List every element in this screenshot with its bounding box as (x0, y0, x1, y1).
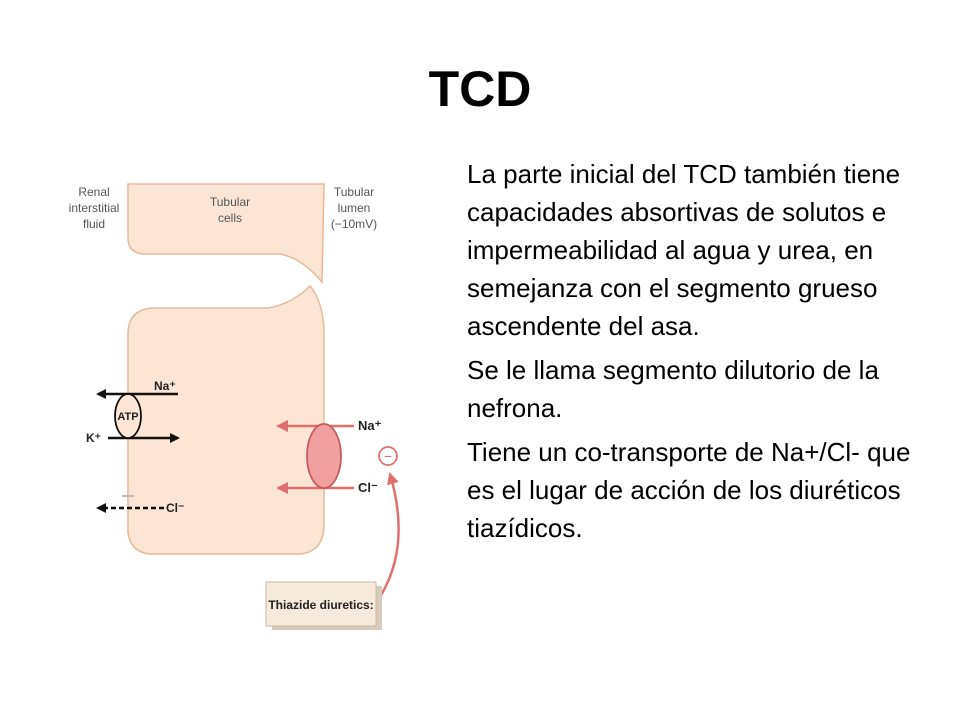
label-renal-3: fluid (83, 217, 105, 231)
nacl-cotransporter (306, 423, 342, 489)
atp-pump (114, 393, 142, 439)
label-k-left: K⁺ (86, 431, 101, 445)
label-lumen-2: lumen (338, 201, 371, 215)
label-na-right: Na⁺ (358, 418, 382, 433)
label-lumen-1: Tubular (334, 185, 374, 199)
label-na-left: Na⁺ (154, 379, 176, 393)
drug-action-arrow (376, 472, 400, 601)
label-renal-1: Renal (78, 185, 109, 199)
slide-body: La parte inicial del TCD también tiene c… (467, 155, 917, 553)
slide-title: TCD (428, 61, 532, 117)
label-tubular-cells-1: Tubular (210, 195, 250, 209)
paragraph-3: Tiene un co-transporte de Na+/Cl- que es… (467, 437, 911, 543)
top-tubular-cell (127, 183, 325, 285)
inhibition-circle (378, 446, 398, 466)
paragraph-1: La parte inicial del TCD también tiene c… (467, 159, 901, 341)
drug-box-label: Thiazide diuretics: (268, 598, 373, 612)
inhibition-minus: − (384, 448, 392, 464)
label-cl-right: Cl⁻ (358, 480, 378, 495)
main-tubular-cell (127, 284, 325, 555)
nephron-cell-diagram: Renal interstitial fluid Tubular cells T… (60, 168, 420, 648)
label-renal-2: interstitial (69, 201, 120, 215)
label-cl-left: Cl⁻ (166, 501, 184, 515)
label-tubular-cells-2: cells (218, 211, 242, 225)
diagram-svg: Renal interstitial fluid Tubular cells T… (69, 183, 400, 630)
drug-box (265, 581, 377, 627)
label-lumen-3: (−10mV) (331, 217, 377, 231)
atp-label: ATP (117, 411, 138, 423)
paragraph-2: Se le llama segmento dilutorio de la nef… (467, 355, 879, 423)
